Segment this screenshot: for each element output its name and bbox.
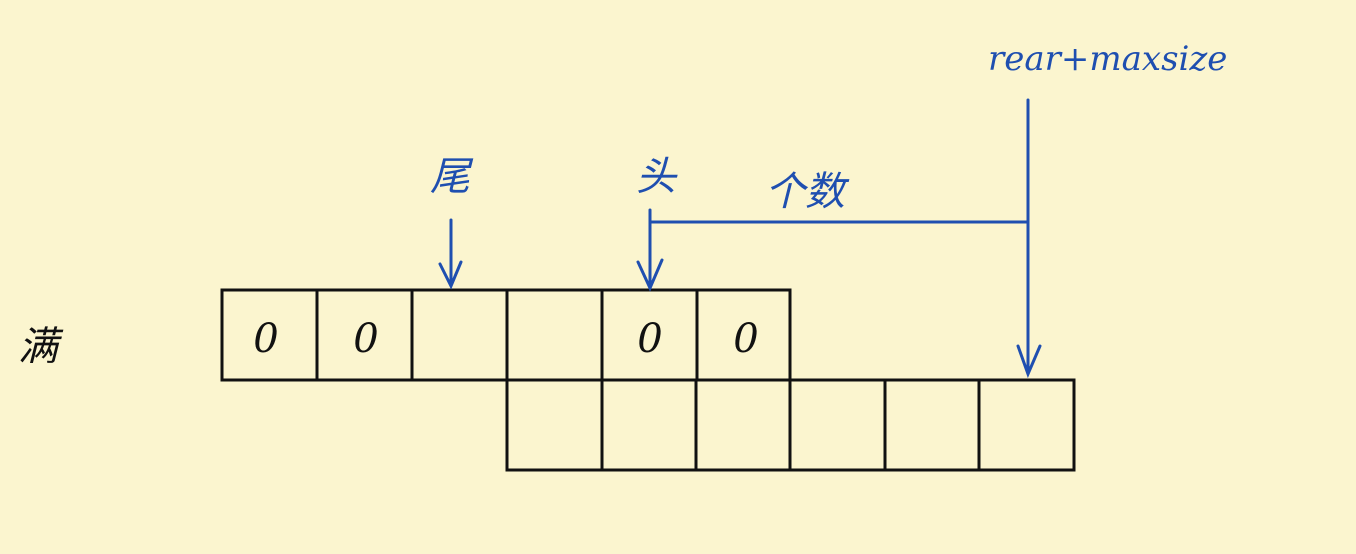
array-row-1-values: 0 0 0 0	[253, 316, 758, 362]
array-cell	[788, 378, 887, 472]
cell-value: 0	[353, 316, 378, 362]
head-label: 头	[636, 154, 678, 200]
array-cell	[977, 378, 1076, 472]
cell-value: 0	[637, 316, 662, 362]
count-label: 个数	[765, 169, 850, 215]
tail-arrow	[438, 218, 463, 290]
array-cell	[600, 378, 698, 472]
array-cell	[505, 288, 604, 382]
array-row-2	[505, 378, 1076, 472]
rear-maxsize-arrow	[1016, 98, 1042, 379]
rear-maxsize-label: rear+maxsize	[988, 39, 1227, 79]
tail-label: 尾	[430, 154, 474, 200]
full-label: 满	[18, 324, 64, 370]
array-cell	[410, 288, 509, 382]
array-cell	[694, 378, 792, 472]
array-row-1	[220, 288, 792, 382]
cell-value: 0	[733, 316, 758, 362]
array-cell	[505, 378, 604, 472]
array-cell	[883, 378, 981, 472]
cell-value: 0	[253, 316, 278, 362]
